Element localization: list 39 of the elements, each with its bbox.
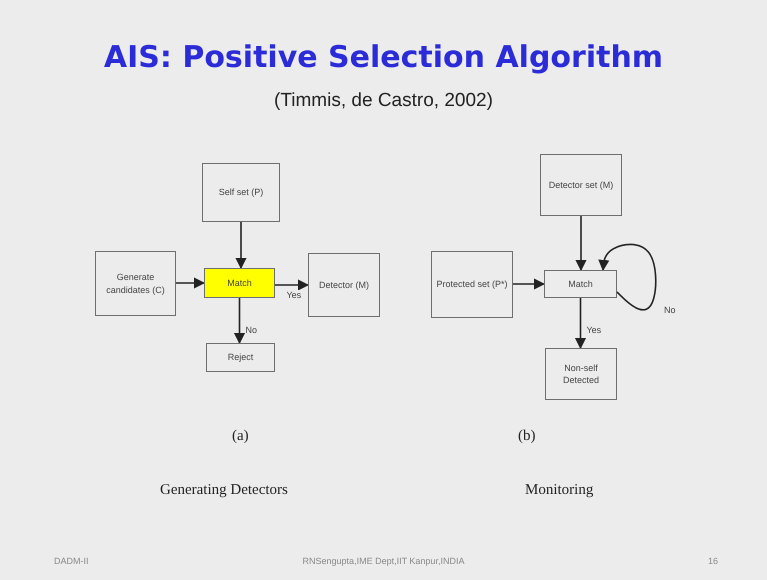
- edge-label: No: [663, 305, 677, 315]
- highlighted-box: [204, 268, 275, 298]
- arrow: [575, 216, 587, 272]
- process-box: [202, 163, 280, 222]
- arrow: [234, 298, 246, 344]
- process-box: [545, 348, 617, 400]
- arrow: [574, 298, 586, 350]
- footer-text: DADM-II: [54, 556, 88, 566]
- edge-label: Yes: [286, 290, 302, 300]
- box-label: Detector (M): [318, 278, 369, 292]
- arrow: [598, 244, 656, 311]
- process-box: [95, 251, 176, 316]
- footer-text: 16: [708, 556, 718, 566]
- subtitle: (Timmis, de Castro, 2002): [273, 90, 494, 112]
- box-label: Match: [227, 276, 252, 290]
- process-box: [308, 253, 380, 317]
- process-box: [206, 343, 275, 372]
- process-box: [540, 154, 622, 216]
- caption-text: Monitoring: [525, 482, 594, 499]
- box-label: Self set (P): [218, 186, 264, 199]
- arrow: [513, 278, 546, 290]
- arrow: [176, 277, 206, 289]
- box-label: Protected set (P*): [436, 278, 508, 291]
- box-label: Non-self Detected: [562, 362, 600, 386]
- process-box: [544, 270, 617, 298]
- arrow: [235, 222, 247, 270]
- box-label: Detector set (M): [548, 178, 614, 192]
- box-label: Generate candidates (C): [105, 271, 166, 296]
- process-box: [431, 251, 513, 318]
- caption-text: Generating Detectors: [160, 482, 288, 499]
- caption-text: (a): [232, 428, 249, 445]
- box-label: Match: [568, 278, 593, 290]
- box-label: Reject: [228, 351, 254, 364]
- footer-text: RNSengupta,IME Dept,IIT Kanpur,INDIA: [302, 556, 466, 566]
- arrow: [275, 279, 310, 291]
- caption-text: (b): [518, 428, 536, 445]
- edge-label: No: [244, 324, 258, 334]
- edge-label: Yes: [586, 325, 602, 335]
- slide-title: AIS: Positive Selection Algorithm: [102, 40, 664, 75]
